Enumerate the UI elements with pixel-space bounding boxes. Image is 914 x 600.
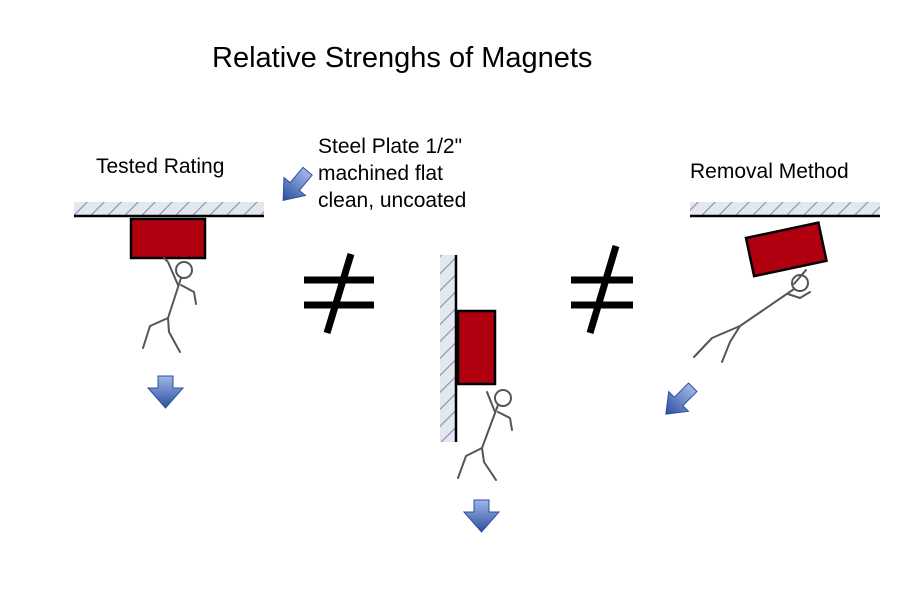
tested-rating-scene <box>74 202 264 409</box>
steel-plate-vertical <box>440 255 455 442</box>
steel-plate-line-1: Steel Plate 1/2" <box>318 135 463 158</box>
vertical-plate-scene <box>440 255 513 533</box>
steel-plate-line-3: clean, uncoated <box>318 189 467 212</box>
stick-figure-icon <box>693 269 811 363</box>
label-tested-rating: Tested Rating <box>96 155 225 178</box>
magnet-right <box>744 221 828 278</box>
label-removal-method: Removal Method <box>690 160 849 183</box>
not-equal-icon <box>571 244 633 335</box>
magnet-center <box>456 309 497 386</box>
steel-plate-line-2: machined flat <box>318 162 443 185</box>
removal-method-scene <box>665 202 880 415</box>
steel-plate-left <box>74 202 264 216</box>
diagonal-arrow-icon <box>665 382 698 415</box>
diagram-title: Relative Strenghs of Magnets <box>212 42 593 74</box>
down-arrow-icon <box>146 375 185 409</box>
magnet-left <box>129 217 207 260</box>
stick-figure-icon <box>142 257 197 353</box>
stick-figure-icon <box>457 389 513 481</box>
pointer-arrow-icon <box>282 166 313 201</box>
steel-plate-right <box>690 202 880 216</box>
down-arrow-icon <box>462 499 501 533</box>
not-equal-icon <box>304 252 374 335</box>
label-steel-plate: Steel Plate 1/2" machined flat clean, un… <box>318 133 466 214</box>
